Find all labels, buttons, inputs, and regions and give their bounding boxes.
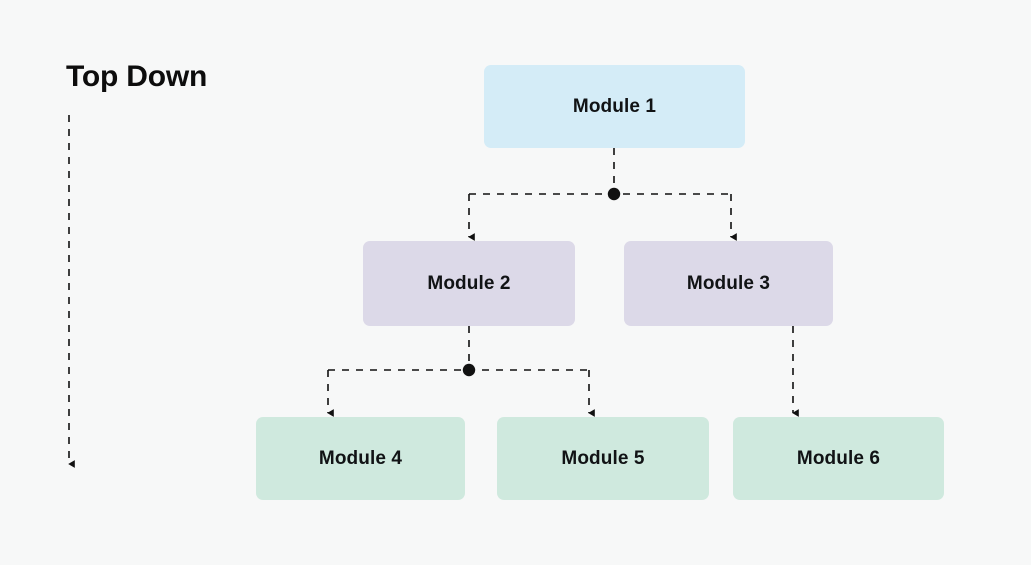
junction-dot-level-1 xyxy=(607,187,621,201)
node-module-3[interactable]: Module 3 xyxy=(624,241,833,326)
node-label: Module 6 xyxy=(796,447,881,469)
node-module-2[interactable]: Module 2 xyxy=(363,241,575,326)
node-label: Module 3 xyxy=(686,272,771,294)
junction-dot-level-2 xyxy=(462,363,476,377)
node-label: Module 2 xyxy=(427,272,511,294)
node-module-6[interactable]: Module 6 xyxy=(733,417,944,500)
node-module-5[interactable]: Module 5 xyxy=(497,417,709,500)
node-module-4[interactable]: Module 4 xyxy=(256,417,465,500)
node-label: Module 1 xyxy=(572,95,657,117)
node-module-1[interactable]: Module 1 xyxy=(484,65,745,148)
node-label: Module 4 xyxy=(318,447,403,469)
node-label: Module 5 xyxy=(561,447,645,469)
diagram-title: Top Down xyxy=(66,60,208,93)
